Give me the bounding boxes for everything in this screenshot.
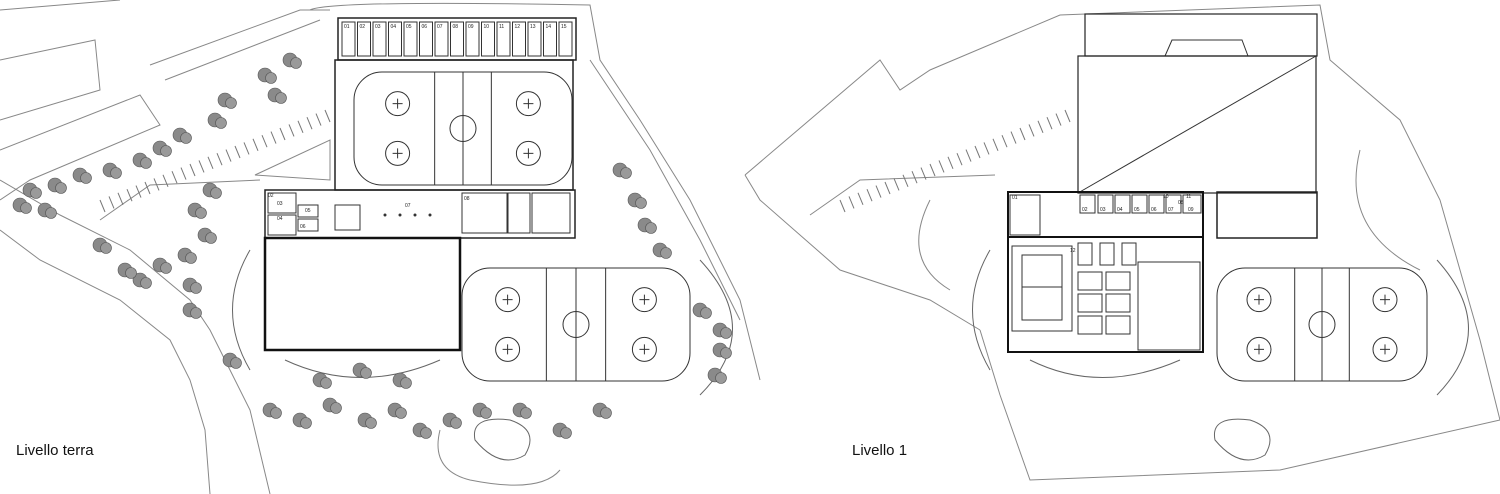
room-number: 06 [300, 224, 306, 230]
room-number: 04 [1117, 207, 1123, 213]
room-number: 06 [422, 24, 428, 30]
room-number: 08 [464, 196, 470, 202]
room-number: 11 [1186, 194, 1191, 200]
level-1-label: Livello 1 [852, 442, 908, 459]
room-number: 03 [1100, 207, 1106, 213]
room-number: 12 [1070, 248, 1076, 254]
room-number: 06 [1151, 207, 1157, 213]
room-number: 10 [1163, 194, 1169, 200]
room-number: 01 [344, 24, 350, 30]
room-number: 10 [484, 24, 490, 30]
room-number: 09 [1188, 207, 1194, 213]
room-number: 01 [1012, 195, 1018, 201]
room-number: 05 [1134, 207, 1140, 213]
room-number: 07 [1168, 207, 1174, 213]
ground-level-label: Livello terra [16, 442, 94, 459]
room-number: 07 [437, 24, 443, 30]
room-number: 05 [406, 24, 412, 30]
room-number: 08 [453, 24, 459, 30]
room-number: 07 [405, 203, 411, 209]
room-number: 11 [499, 24, 504, 30]
ground-level-plan [0, 0, 761, 494]
room-number: 14 [546, 24, 552, 30]
room-number: 02 [1082, 207, 1088, 213]
room-number: 08 [1178, 200, 1184, 206]
room-number: 09 [468, 24, 474, 30]
room-number: 05 [305, 208, 311, 214]
room-number: 04 [391, 24, 397, 30]
room-number: 13 [530, 24, 536, 30]
room-number: 15 [561, 24, 567, 30]
level-1-plan [744, 4, 1500, 481]
room-number: 12 [515, 24, 521, 30]
room-number: 02 [360, 24, 366, 30]
room-number: 03 [375, 24, 381, 30]
room-number: 02 [268, 193, 274, 199]
room-number: 03 [277, 201, 283, 207]
room-number: 04 [277, 216, 283, 222]
